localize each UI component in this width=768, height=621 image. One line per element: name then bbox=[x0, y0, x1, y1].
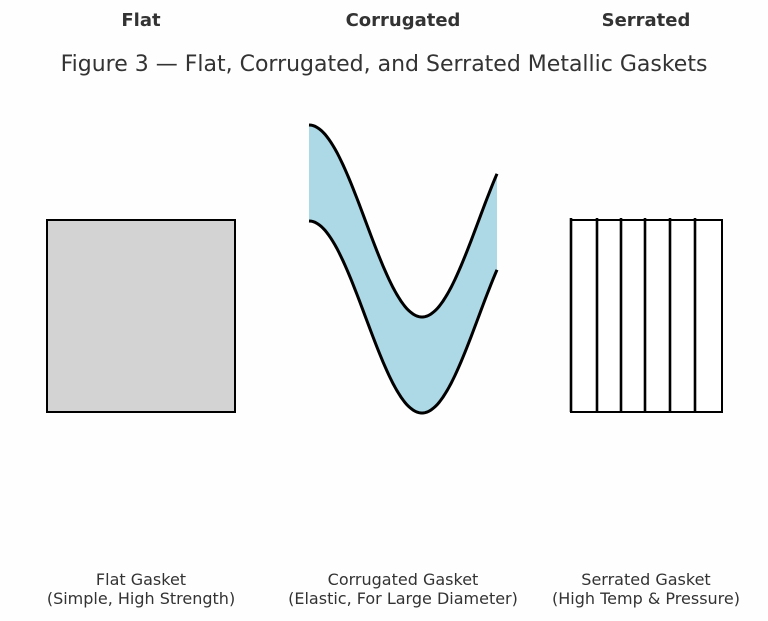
corrugated-gasket-fill bbox=[309, 125, 497, 413]
caption-serrated: Serrated Gasket (High Temp & Pressure) bbox=[552, 570, 740, 608]
caption-serrated-subtitle: (High Temp & Pressure) bbox=[552, 589, 740, 608]
header-flat: Flat bbox=[121, 10, 161, 31]
caption-corrugated: Corrugated Gasket (Elastic, For Large Di… bbox=[288, 570, 518, 608]
corrugated-gasket-bottom-edge bbox=[308, 219, 499, 415]
caption-corrugated-subtitle: (Elastic, For Large Diameter) bbox=[288, 589, 518, 608]
serrated-gasket-outline bbox=[570, 219, 723, 413]
caption-flat-title: Flat Gasket bbox=[95, 570, 187, 589]
caption-serrated-title: Serrated Gasket bbox=[581, 570, 711, 589]
header-corrugated: Corrugated bbox=[345, 10, 461, 31]
flat-gasket-shape bbox=[46, 219, 236, 413]
corrugated-gasket-top-edge bbox=[308, 123, 499, 319]
header-serrated: Serrated bbox=[601, 10, 691, 31]
figure-title: Figure 3 — Flat, Corrugated, and Serrate… bbox=[60, 52, 708, 77]
serrated-gasket-shape bbox=[569, 218, 723, 413]
caption-flat: Flat Gasket (Simple, High Strength) bbox=[47, 570, 235, 608]
caption-flat-subtitle: (Simple, High Strength) bbox=[46, 589, 236, 608]
caption-corrugated-title: Corrugated Gasket bbox=[327, 570, 479, 589]
